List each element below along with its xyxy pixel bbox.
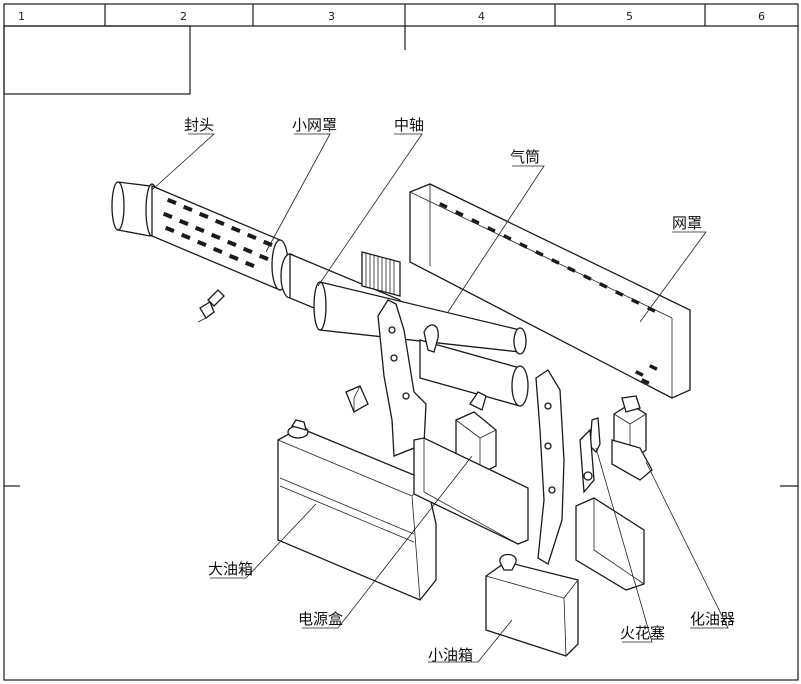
column-markers: 1 2 3 4 5 6 <box>18 10 765 23</box>
label-power-box: 电源盒 <box>298 610 343 628</box>
leader-lines <box>151 133 729 663</box>
mesh-cover-part <box>409 183 691 399</box>
drawing-frame <box>3 3 799 681</box>
small-mesh-cover-part <box>151 185 289 291</box>
front-bracket-part <box>377 299 427 457</box>
label-center-shaft: 中轴 <box>394 116 424 134</box>
label-air-cylinder: 气筒 <box>510 148 540 166</box>
label-large-fuel-tank: 大油箱 <box>208 560 253 578</box>
column-number: 4 <box>478 10 485 23</box>
center-shaft-part <box>280 253 527 355</box>
label-spark-plug: 火花塞 <box>620 624 665 642</box>
label-small-fuel-tank: 小油箱 <box>428 646 473 664</box>
callout-labels: 封头 小网罩 中轴 气筒 网罩 大油箱 电源盒 小油箱 火花塞 化油器 <box>184 116 735 664</box>
heat-shield-panel <box>413 437 529 545</box>
spark-plug-part <box>579 417 601 494</box>
large-fuel-tank-part <box>277 419 437 601</box>
title-block <box>3 25 191 95</box>
column-number: 5 <box>626 10 633 23</box>
carburetor-part <box>611 395 653 481</box>
mounting-plate-part <box>575 497 645 591</box>
label-mesh-cover: 网罩 <box>672 214 702 232</box>
rear-bracket-part <box>535 369 565 565</box>
small-fuel-tank-part <box>485 553 579 657</box>
wing-nut-part <box>197 289 225 323</box>
column-number: 6 <box>758 10 765 23</box>
column-number: 2 <box>180 10 187 23</box>
label-end-cap: 封头 <box>184 116 214 134</box>
end-cap-part <box>111 181 159 237</box>
column-number: 1 <box>18 10 25 23</box>
column-number: 3 <box>328 10 335 23</box>
small-bracket-part <box>345 385 369 413</box>
label-carburetor: 化油器 <box>690 610 735 628</box>
label-small-mesh-cover: 小网罩 <box>292 116 337 134</box>
air-cylinder-part <box>361 251 529 407</box>
